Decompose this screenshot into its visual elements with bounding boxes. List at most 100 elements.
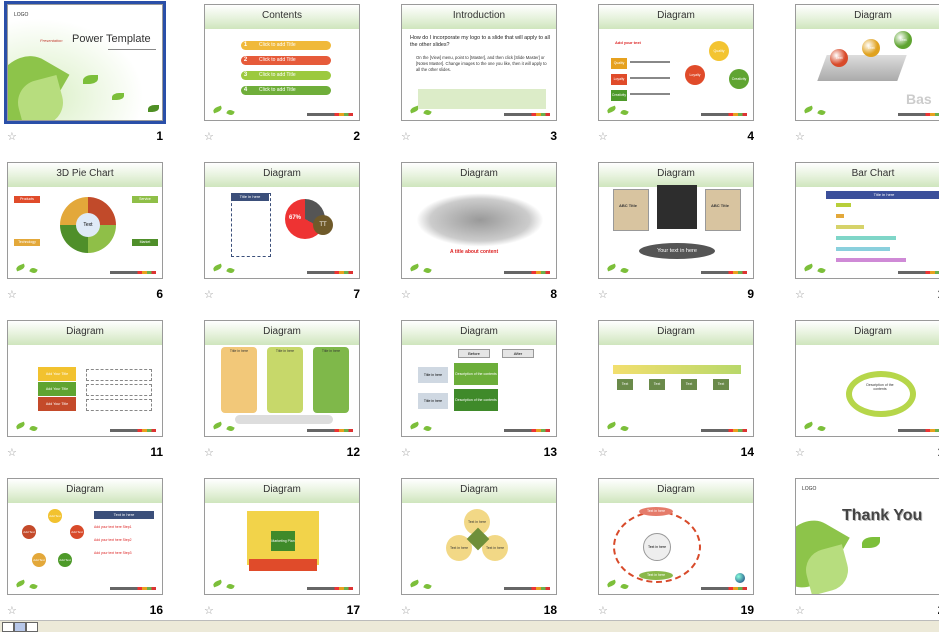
leaf-icon [148, 105, 159, 112]
intro-question: How do I incorporate my logo to a slide … [410, 35, 550, 48]
slide-title: Diagram [66, 484, 104, 495]
corner-label: Products [14, 196, 40, 203]
leaf-icon [620, 266, 629, 275]
slide-transition-icon[interactable]: ☆ [401, 447, 411, 459]
globe-icon [735, 573, 745, 583]
note-box [418, 89, 546, 109]
corner-label: Service [132, 196, 158, 203]
box-title: Title in here [231, 193, 269, 201]
bar [836, 225, 864, 229]
slide-footer-bar [898, 271, 939, 274]
ball: Text [830, 49, 848, 67]
slide-transition-icon[interactable]: ☆ [795, 289, 805, 301]
slide-transition-icon[interactable]: ☆ [598, 605, 608, 617]
slide-transition-icon[interactable]: ☆ [401, 289, 411, 301]
slide-number: 7 [353, 287, 360, 301]
row-label: Loyalty [611, 74, 627, 85]
slide-transition-icon[interactable]: ☆ [204, 447, 214, 459]
slide-header-band [205, 163, 359, 187]
slide-transition-icon[interactable]: ☆ [7, 289, 17, 301]
leaf-icon [112, 93, 124, 100]
slide-transition-icon[interactable]: ☆ [7, 447, 17, 459]
slide-transition-icon[interactable]: ☆ [795, 605, 805, 617]
slide-footer-bar [504, 113, 550, 116]
slide-number: 20 [938, 603, 939, 617]
slide-transition-icon[interactable]: ☆ [401, 131, 411, 143]
contents-item[interactable] [241, 41, 331, 50]
cover-heading: Power Template [72, 33, 151, 45]
slide-number: 10 [938, 287, 939, 301]
slide-header-band [599, 5, 753, 29]
leaf-icon [226, 582, 235, 591]
slide-transition-icon[interactable]: ☆ [795, 131, 805, 143]
contents-item[interactable] [241, 56, 331, 65]
slide-transition-icon[interactable]: ☆ [204, 131, 214, 143]
ball: Text [862, 39, 880, 57]
slide-transition-icon[interactable]: ☆ [7, 131, 17, 143]
leaf-icon [409, 421, 420, 430]
intro-answer: On the [View] menu, point to [Master], a… [416, 55, 547, 72]
slide-transition-icon[interactable]: ☆ [598, 131, 608, 143]
slide-title: Diagram [263, 326, 301, 337]
leaf-icon [15, 263, 26, 272]
contents-item[interactable] [241, 86, 331, 95]
red-label: Add your text [615, 40, 641, 45]
map-caption: A title about content [450, 249, 499, 255]
slide-title: Diagram [657, 10, 695, 21]
column-title: Title in here [275, 349, 295, 353]
slide-transition-icon[interactable]: ☆ [795, 447, 805, 459]
process-circle: Add Text [32, 553, 46, 567]
diamond-node: Text [681, 379, 697, 390]
leaf-icon [803, 421, 814, 430]
slide-number: 3 [550, 129, 557, 143]
slide-transition-icon[interactable]: ☆ [204, 605, 214, 617]
thank-you-heading: Thank You [842, 507, 923, 524]
slide-transition-icon[interactable]: ☆ [401, 605, 411, 617]
slide-header-band [402, 321, 556, 345]
slide-transition-icon[interactable]: ☆ [598, 447, 608, 459]
content-box: Description of the contents [454, 363, 498, 385]
slide-transition-icon[interactable]: ☆ [7, 605, 17, 617]
panel-title: ABC Title [711, 203, 729, 208]
leaf-icon [29, 424, 38, 433]
center-circle: Text in here [643, 533, 671, 561]
center-ellipse: Your text in here [639, 243, 715, 259]
slide-transition-icon[interactable]: ☆ [598, 289, 608, 301]
slide-transition-icon[interactable]: ☆ [204, 289, 214, 301]
leaf-icon [606, 105, 617, 114]
left-arrow-label: Title in here [418, 367, 448, 383]
bubble: TT [313, 215, 333, 235]
leaf-icon [606, 421, 617, 430]
intro-line [36, 357, 37, 362]
cycle-circle: Loyalty [685, 65, 705, 85]
pie-center: Text [76, 213, 100, 237]
contents-item[interactable] [241, 71, 331, 80]
